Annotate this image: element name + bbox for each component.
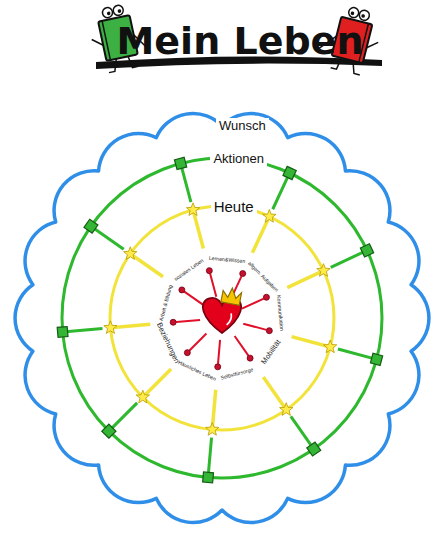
today-ring-label: Heute	[211, 198, 257, 215]
life-area-label: Mobilität	[260, 339, 282, 366]
green-ray	[273, 173, 290, 209]
yellow-ray	[143, 369, 171, 397]
red-dot	[206, 268, 212, 274]
yellow-ray	[193, 210, 203, 249]
life-area-label: soziales Leben	[173, 258, 204, 282]
heart-with-crown	[203, 288, 242, 333]
red-dot	[266, 328, 272, 334]
red-ray	[184, 292, 204, 306]
yellow-star	[186, 203, 199, 216]
wish-ring-label: Wunsch	[216, 118, 269, 133]
green-square	[370, 353, 382, 365]
life-area-label: Lernen&Wissen	[209, 256, 246, 264]
life-area-label: allgem. Aufgaben	[247, 261, 279, 293]
ring-marks	[57, 157, 382, 482]
green-ray	[91, 226, 124, 249]
red-ray	[242, 299, 264, 309]
green-ray	[109, 403, 137, 431]
red-dot	[215, 364, 221, 370]
green-square	[307, 442, 321, 456]
yellow-star	[263, 210, 276, 223]
red-dot	[263, 294, 269, 300]
yellow-ray	[263, 377, 286, 410]
green-square	[283, 166, 296, 179]
life-area-label: Arbeit & Bildung	[159, 284, 174, 321]
yellow-star	[104, 321, 117, 334]
life-area-label: Selbstfürsorge	[220, 367, 254, 381]
action-ring-label: Aktionen	[210, 151, 267, 166]
yellow-star	[317, 264, 330, 277]
life-area-label: Kommunikation	[276, 295, 284, 331]
green-ray	[291, 416, 314, 449]
green-square	[84, 219, 98, 233]
red-ray	[189, 334, 206, 351]
life-area-label: Häusliches Leben	[178, 359, 218, 381]
red-dot	[170, 319, 176, 325]
life-area-label: Beziehungen	[155, 322, 180, 365]
red-dot	[179, 287, 185, 293]
yellow-star	[124, 247, 137, 260]
yellow-ray	[252, 216, 269, 252]
red-ray	[218, 340, 220, 364]
yellow-star	[136, 390, 149, 403]
green-ray	[338, 349, 377, 359]
wish-cloud-ring	[15, 114, 429, 523]
today-ring	[110, 206, 334, 430]
red-ray	[235, 336, 249, 356]
green-ray	[181, 163, 191, 202]
green-square	[360, 244, 373, 257]
red-dot	[184, 350, 190, 356]
green-square	[174, 157, 186, 169]
action-ring	[62, 158, 382, 478]
title-decoration	[86, 1, 385, 77]
green-ray	[331, 250, 367, 267]
red-dot	[240, 271, 246, 277]
red-ray	[210, 274, 216, 297]
yellow-ray	[287, 271, 323, 288]
yellow-ray	[130, 254, 163, 277]
diagram-title: Mein Leben	[117, 22, 364, 60]
yellow-star	[206, 423, 219, 436]
rays	[63, 163, 377, 477]
green-square	[203, 472, 214, 483]
yellow-star	[324, 340, 337, 353]
yellow-star	[280, 403, 293, 416]
red-ray	[243, 324, 266, 330]
green-ray	[208, 438, 211, 478]
green-square	[57, 327, 68, 338]
green-ray	[63, 328, 103, 331]
red-dot	[247, 355, 253, 361]
green-square	[102, 424, 116, 438]
rings	[15, 114, 429, 523]
red-ray	[176, 320, 200, 322]
